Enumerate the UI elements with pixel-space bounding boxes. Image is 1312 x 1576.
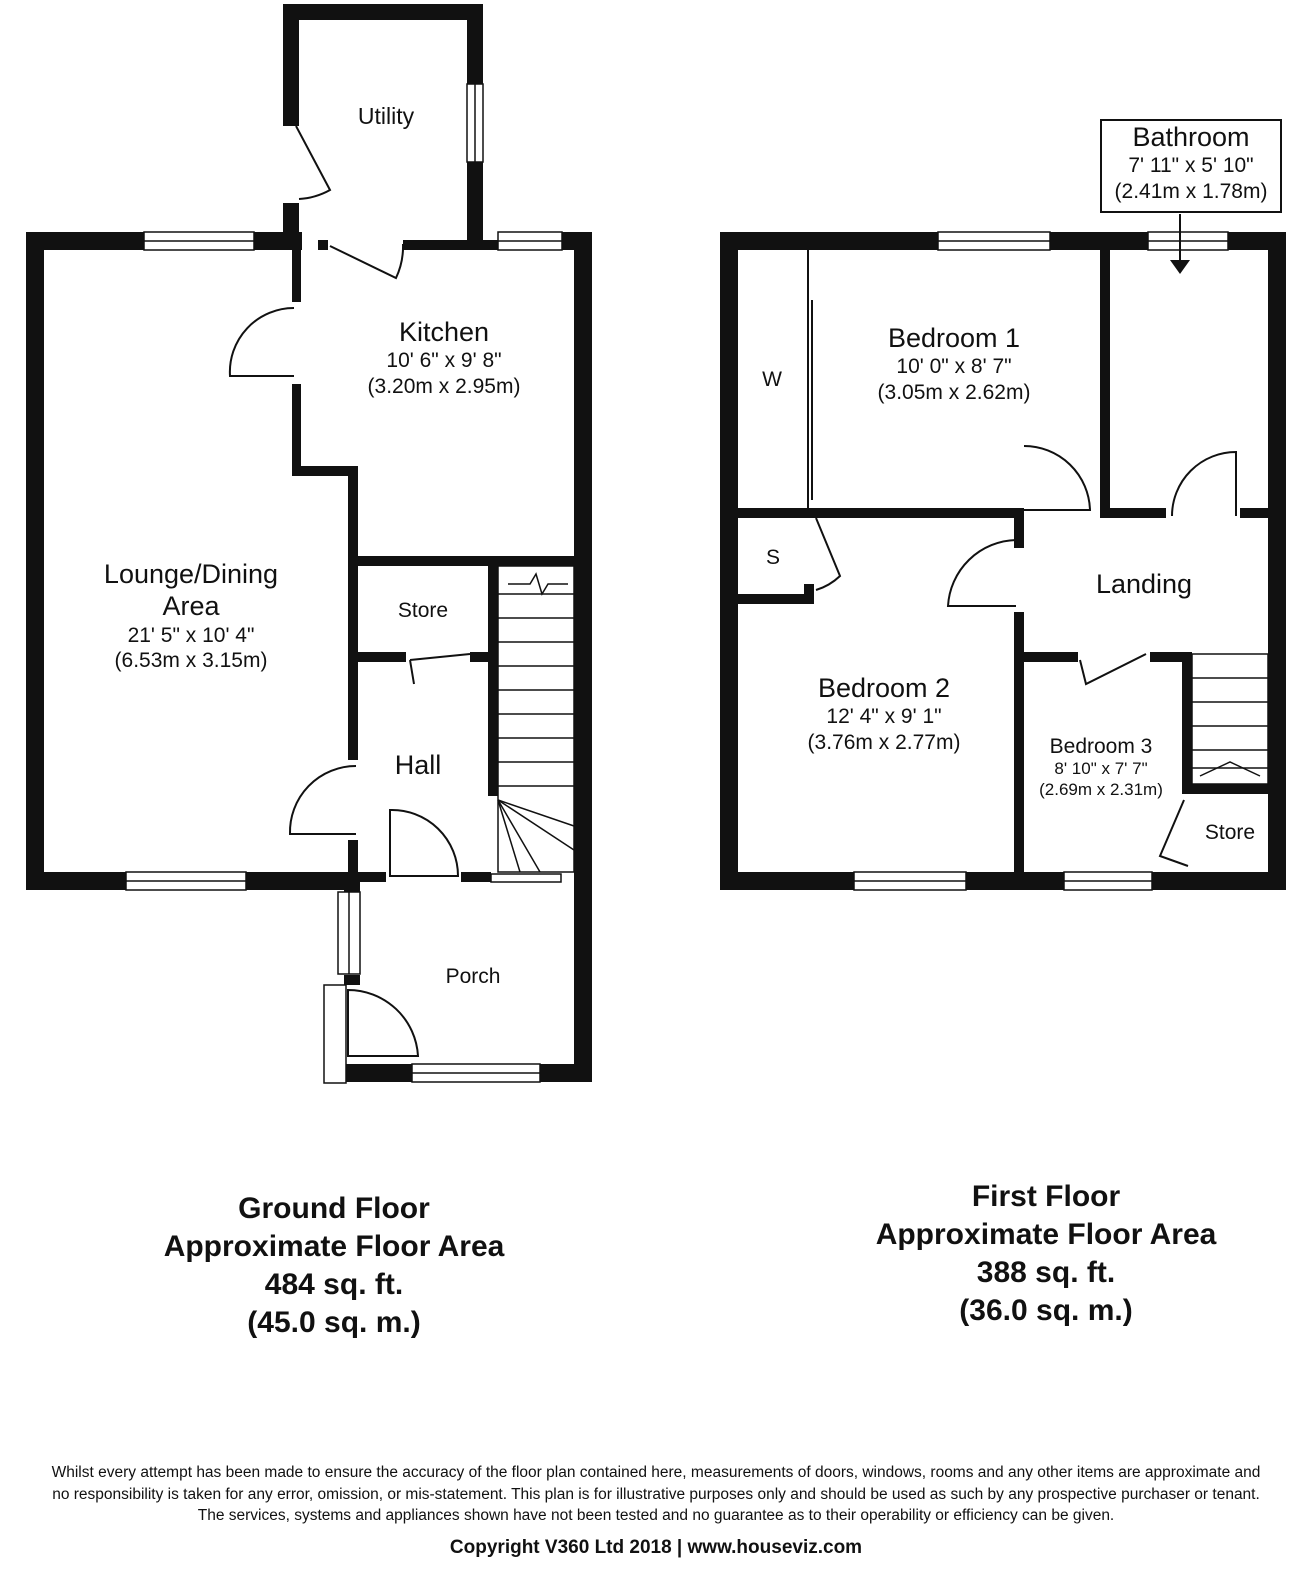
bedroom2-label-group: Bedroom 2 12' 4" x 9' 1" (3.76m x 2.77m) xyxy=(808,672,961,755)
hall-label: Hall xyxy=(394,750,442,780)
lounge-label-group: Lounge/Dining Area 21' 5" x 10' 4" (6.53… xyxy=(104,558,278,673)
first-floor-stairs xyxy=(1191,653,1269,785)
ground-floor-walls xyxy=(26,4,592,1082)
bathroom-pointer-arrow xyxy=(1170,214,1190,274)
cupboard-label: S xyxy=(765,546,781,569)
ground-store-label: Store xyxy=(397,599,449,622)
first-floor-area-summary: First Floor Approximate Floor Area 388 s… xyxy=(876,1178,1217,1330)
bedroom2-name: Bedroom 2 xyxy=(817,673,951,703)
ground-floor-stairs xyxy=(497,565,575,873)
ground-floor-plan xyxy=(26,4,592,1084)
ground-floor-doors xyxy=(228,125,471,1057)
utility-label: Utility xyxy=(357,103,415,129)
first-floor-plan xyxy=(720,214,1286,891)
kitchen-name: Kitchen xyxy=(398,317,490,347)
bedroom3-name: Bedroom 3 xyxy=(1049,735,1153,758)
disclaimer: Whilst every attempt has been made to en… xyxy=(0,1462,1312,1527)
first-floor-title: First Floor xyxy=(971,1180,1121,1213)
bathroom-metric: (2.41m x 1.78m) xyxy=(1114,179,1268,203)
bedroom2-metric: (3.76m x 2.77m) xyxy=(807,730,961,754)
lounge-name-line1: Lounge/Dining xyxy=(103,559,279,589)
disclaimer-line3: The services, systems and appliances sho… xyxy=(197,1507,1115,1524)
ground-floor-title: Ground Floor xyxy=(238,1192,430,1225)
first-floor-subtitle: Approximate Floor Area xyxy=(875,1218,1217,1251)
bedroom2-imperial: 12' 4" x 9' 1" xyxy=(826,705,942,729)
bedroom1-label-group: Bedroom 1 10' 0" x 8' 7" (3.05m x 2.62m) xyxy=(878,322,1031,405)
ground-floor-windows xyxy=(125,83,563,1084)
bedroom1-name: Bedroom 1 xyxy=(887,323,1021,353)
bedroom3-label-group: Bedroom 3 8' 10" x 7' 7" (2.69m x 2.31m) xyxy=(1039,734,1163,800)
copyright-notice: Copyright V360 Ltd 2018 | www.houseviz.c… xyxy=(449,1537,863,1558)
first-floor-area-imperial: 388 sq. ft. xyxy=(976,1256,1116,1289)
bedroom1-metric: (3.05m x 2.62m) xyxy=(877,380,1031,404)
ground-floor-subtitle: Approximate Floor Area xyxy=(163,1230,505,1263)
ground-floor-area-imperial: 484 sq. ft. xyxy=(264,1268,404,1301)
bathroom-name: Bathroom xyxy=(1132,122,1250,152)
disclaimer-line2: no responsibility is taken for any error… xyxy=(52,1485,1260,1503)
bathroom-imperial: 7' 11" x 5' 10" xyxy=(1128,154,1254,178)
first-floor-walls xyxy=(720,232,1286,890)
ground-floor-area-summary: Ground Floor Approximate Floor Area 484 … xyxy=(164,1190,505,1342)
bathroom-label-box: Bathroom 7' 11" x 5' 10" (2.41m x 1.78m) xyxy=(1100,119,1282,213)
lounge-metric: (6.53m x 3.15m) xyxy=(114,648,268,672)
bedroom3-metric: (2.69m x 2.31m) xyxy=(1039,779,1163,799)
first-floor-area-metric: (36.0 sq. m.) xyxy=(959,1294,1133,1327)
wardrobe-doors xyxy=(807,250,813,508)
bedroom3-imperial: 8' 10" x 7' 7" xyxy=(1054,759,1148,779)
lounge-imperial: 21' 5" x 10' 4" xyxy=(127,623,255,647)
first-floor-windows xyxy=(853,231,1229,891)
kitchen-metric: (3.20m x 2.95m) xyxy=(367,374,521,398)
first-floor-doors xyxy=(815,445,1237,867)
kitchen-label-group: Kitchen 10' 6" x 9' 8" (3.20m x 2.95m) xyxy=(368,316,521,399)
ground-floor-area-metric: (45.0 sq. m.) xyxy=(247,1306,421,1339)
first-store-label: Store xyxy=(1204,821,1256,844)
lounge-name-line2: Area xyxy=(162,591,220,622)
porch-label: Porch xyxy=(445,965,501,988)
kitchen-imperial: 10' 6" x 9' 8" xyxy=(386,349,502,373)
disclaimer-line1: Whilst every attempt has been made to en… xyxy=(51,1464,1261,1481)
landing-label: Landing xyxy=(1095,569,1193,599)
bedroom1-imperial: 10' 0" x 8' 7" xyxy=(896,355,1012,379)
wardrobe-label: W xyxy=(762,368,782,391)
